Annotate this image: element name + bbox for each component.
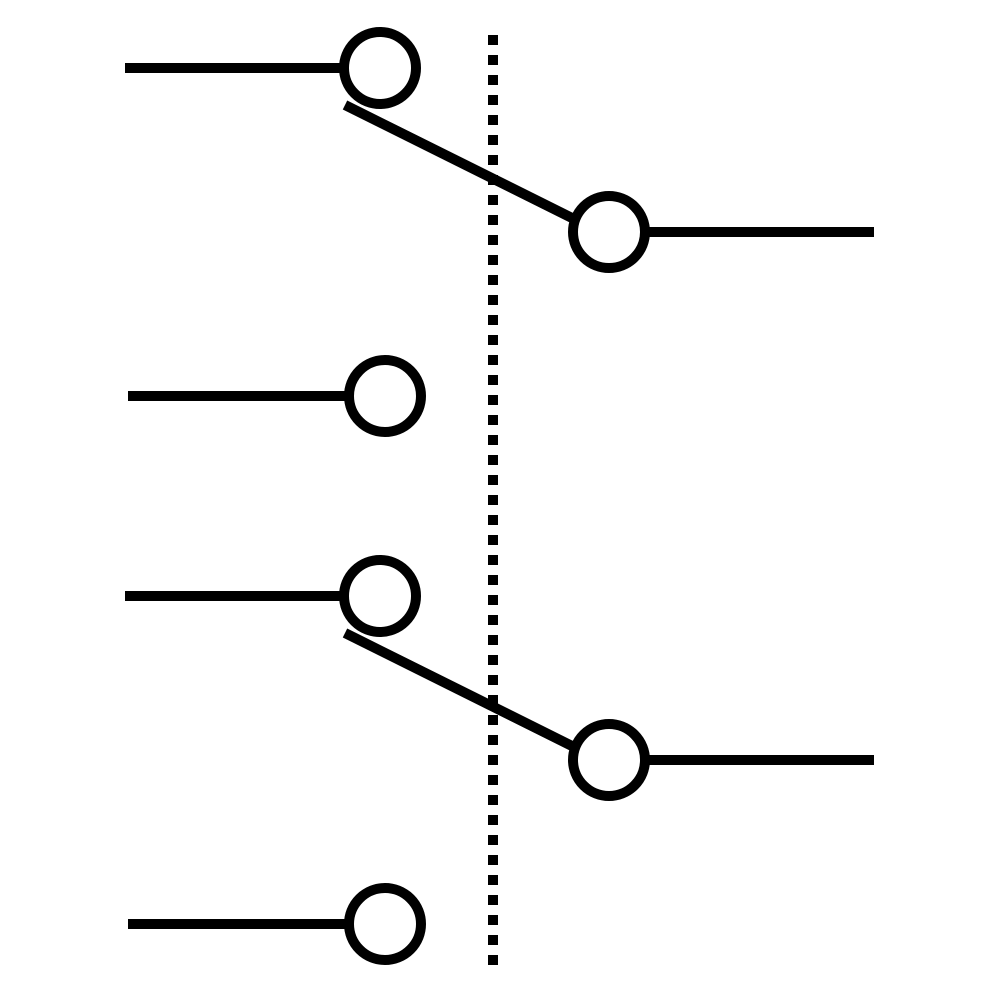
switch-pole-1	[125, 27, 874, 437]
common-terminal	[568, 719, 650, 801]
switch-lever	[342, 628, 579, 753]
terminal-lower	[344, 883, 426, 965]
terminal-lower	[344, 355, 426, 437]
switch-pole-2	[125, 555, 874, 965]
common-terminal	[568, 191, 650, 273]
switch-lever	[342, 100, 579, 225]
terminal-upper	[339, 555, 421, 637]
terminal-upper	[339, 27, 421, 109]
